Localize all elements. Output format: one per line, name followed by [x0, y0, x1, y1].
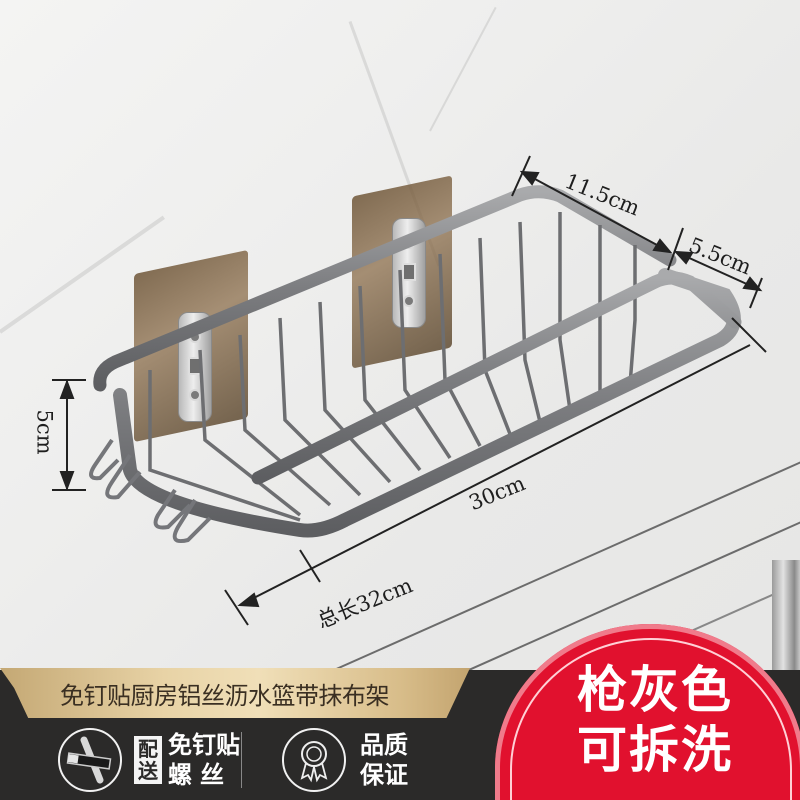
- title-banner: [0, 668, 470, 718]
- faucet: [772, 560, 800, 670]
- feature-accessories-text: 免钉贴 螺丝: [168, 731, 240, 789]
- feature-accessories: 配 送 免钉贴 螺丝: [58, 728, 240, 792]
- product-title: 免钉贴厨房铝丝沥水篮带抹布架: [60, 682, 390, 710]
- feature-quality-text: 品质 保证: [360, 731, 408, 789]
- gift-badge: 配 送: [134, 736, 162, 784]
- screw-and-glue-icon: [58, 728, 122, 792]
- dim-height-label: 5cm: [32, 409, 57, 455]
- washable-label: 可拆洗: [577, 721, 733, 779]
- color-label: 枪灰色: [577, 661, 733, 719]
- divider: [241, 732, 242, 788]
- feature-quality: 品质 保证: [282, 728, 408, 792]
- award-ribbon-icon: [282, 728, 346, 792]
